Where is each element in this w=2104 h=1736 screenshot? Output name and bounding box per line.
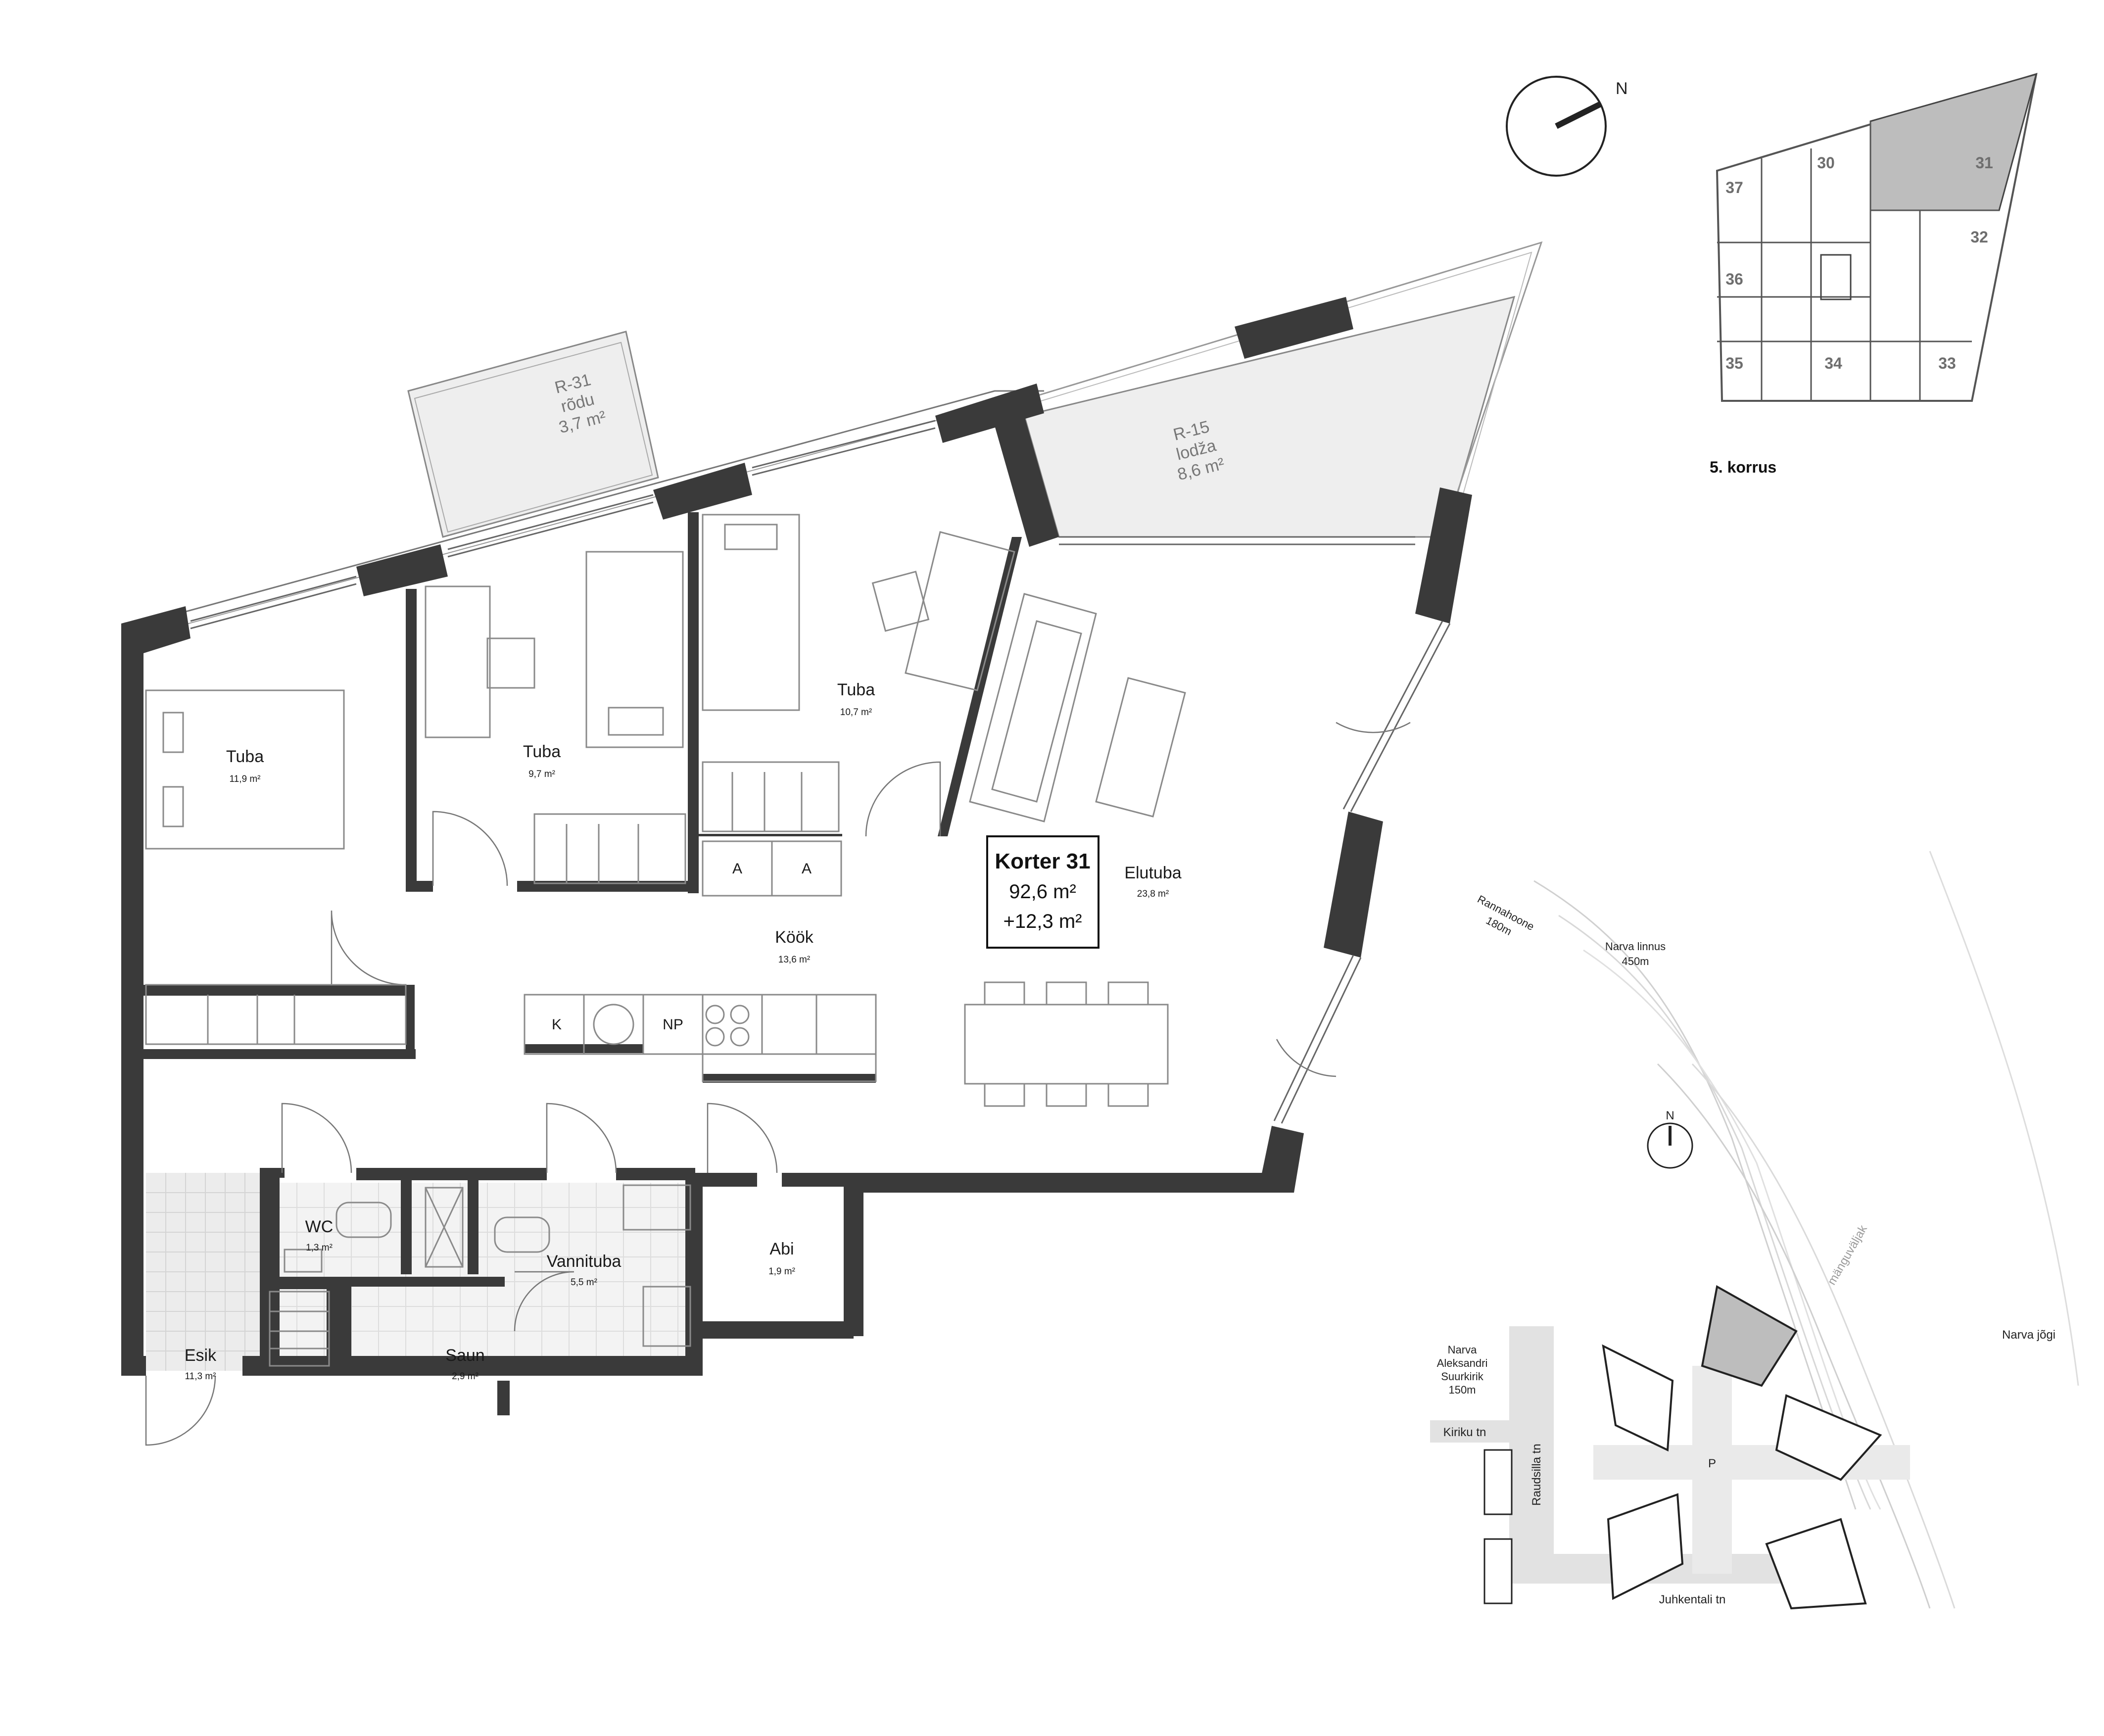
room-saun-area: 2,9 m²	[452, 1371, 478, 1382]
unit-35-label: 35	[1725, 354, 1743, 372]
interior-walls	[143, 512, 1022, 1376]
unit-34-label: 34	[1824, 354, 1842, 372]
room-vannituba-name: Vannituba	[547, 1252, 622, 1271]
compass-icon: N	[1506, 76, 1628, 177]
room-tuba2-name: Tuba	[523, 742, 561, 761]
room-elutuba-name: Elutuba	[1124, 864, 1181, 882]
room-kook-name: Köök	[775, 928, 813, 947]
apartment-area-extra: +12,3 m²	[1004, 911, 1082, 932]
room-esik-name: Esik	[185, 1346, 217, 1365]
windows	[190, 420, 1451, 1124]
site-church-line1: Narva	[1448, 1344, 1477, 1356]
site-juhkentali-street: Juhkentali tn	[1659, 1593, 1726, 1606]
saun-east-wall-segment	[497, 1381, 510, 1415]
room-kook-area: 13,6 m²	[778, 955, 810, 965]
apartment-area-main: 92,6 m²	[1009, 881, 1076, 903]
site-church-line3: Suurkirik	[1441, 1370, 1484, 1383]
room-tuba2-area: 9,7 m²	[528, 769, 555, 779]
room-saun-name: Saun	[445, 1346, 484, 1365]
saun-walls	[341, 1277, 505, 1371]
unit-31-label: 31	[1975, 154, 1993, 172]
balcony-r31	[407, 331, 659, 538]
room-tuba3-area: 10,7 m²	[840, 707, 872, 718]
unit-33-label: 33	[1938, 354, 1956, 372]
walls	[121, 297, 1472, 1376]
room-abi-area: 1,9 m²	[768, 1266, 795, 1277]
wardrobe-label-1: A	[732, 861, 742, 877]
unit-32-label: 32	[1970, 228, 1988, 246]
site-map	[1430, 851, 2079, 1610]
room-vannituba-area: 5,5 m²	[571, 1277, 597, 1288]
room-wc-name: WC	[305, 1217, 334, 1236]
site-church-line2: Aleksandri	[1437, 1357, 1488, 1369]
room-tuba1-area: 11,9 m²	[229, 774, 260, 784]
floor-key-plan: 37 30 31 32 36 35 34 33	[1716, 73, 2038, 402]
site-kiriku-street: Kiriku tn	[1443, 1426, 1486, 1439]
site-north-label: N	[1666, 1109, 1674, 1122]
room-tuba1-name: Tuba	[226, 747, 264, 766]
room-tuba3-name: Tuba	[837, 680, 875, 699]
unit-30-label: 30	[1817, 154, 1835, 172]
apartment-info-box: Korter 31 92,6 m² +12,3 m²	[986, 835, 1100, 949]
unit-36-label: 36	[1725, 270, 1743, 288]
site-playground-label: mänguväljak	[1825, 1222, 1870, 1287]
room-abi-name: Abi	[769, 1240, 794, 1258]
site-narva-linnus-distance: 450m	[1622, 955, 1649, 967]
unit-37-label: 37	[1725, 179, 1743, 196]
fridge-label: K	[552, 1016, 562, 1033]
site-narva-linnus-name: Narva linnus	[1605, 940, 1666, 953]
site-raudsilla-street: Raudsilla tn	[1530, 1444, 1543, 1505]
room-elutuba-area: 23,8 m²	[1137, 889, 1169, 899]
site-river-label: Narva jõgi	[2002, 1328, 2056, 1342]
wc-walls	[260, 1168, 515, 1376]
site-church-distance: 150m	[1448, 1384, 1476, 1396]
room-wc-area: 1,3 m²	[306, 1243, 333, 1253]
compass-north-label: N	[1616, 79, 1628, 98]
doors	[145, 722, 1411, 1446]
floor-caption: 5. korrus	[1710, 458, 1776, 476]
dishwasher-label: NP	[663, 1016, 683, 1033]
site-parking-label: P	[1708, 1457, 1716, 1470]
esik-tiles	[146, 1173, 265, 1371]
apartment-title: Korter 31	[995, 849, 1090, 873]
furniture	[145, 514, 1186, 1367]
wardrobe-label-2: A	[802, 861, 812, 877]
room-esik-area: 11,3 m²	[185, 1371, 216, 1382]
